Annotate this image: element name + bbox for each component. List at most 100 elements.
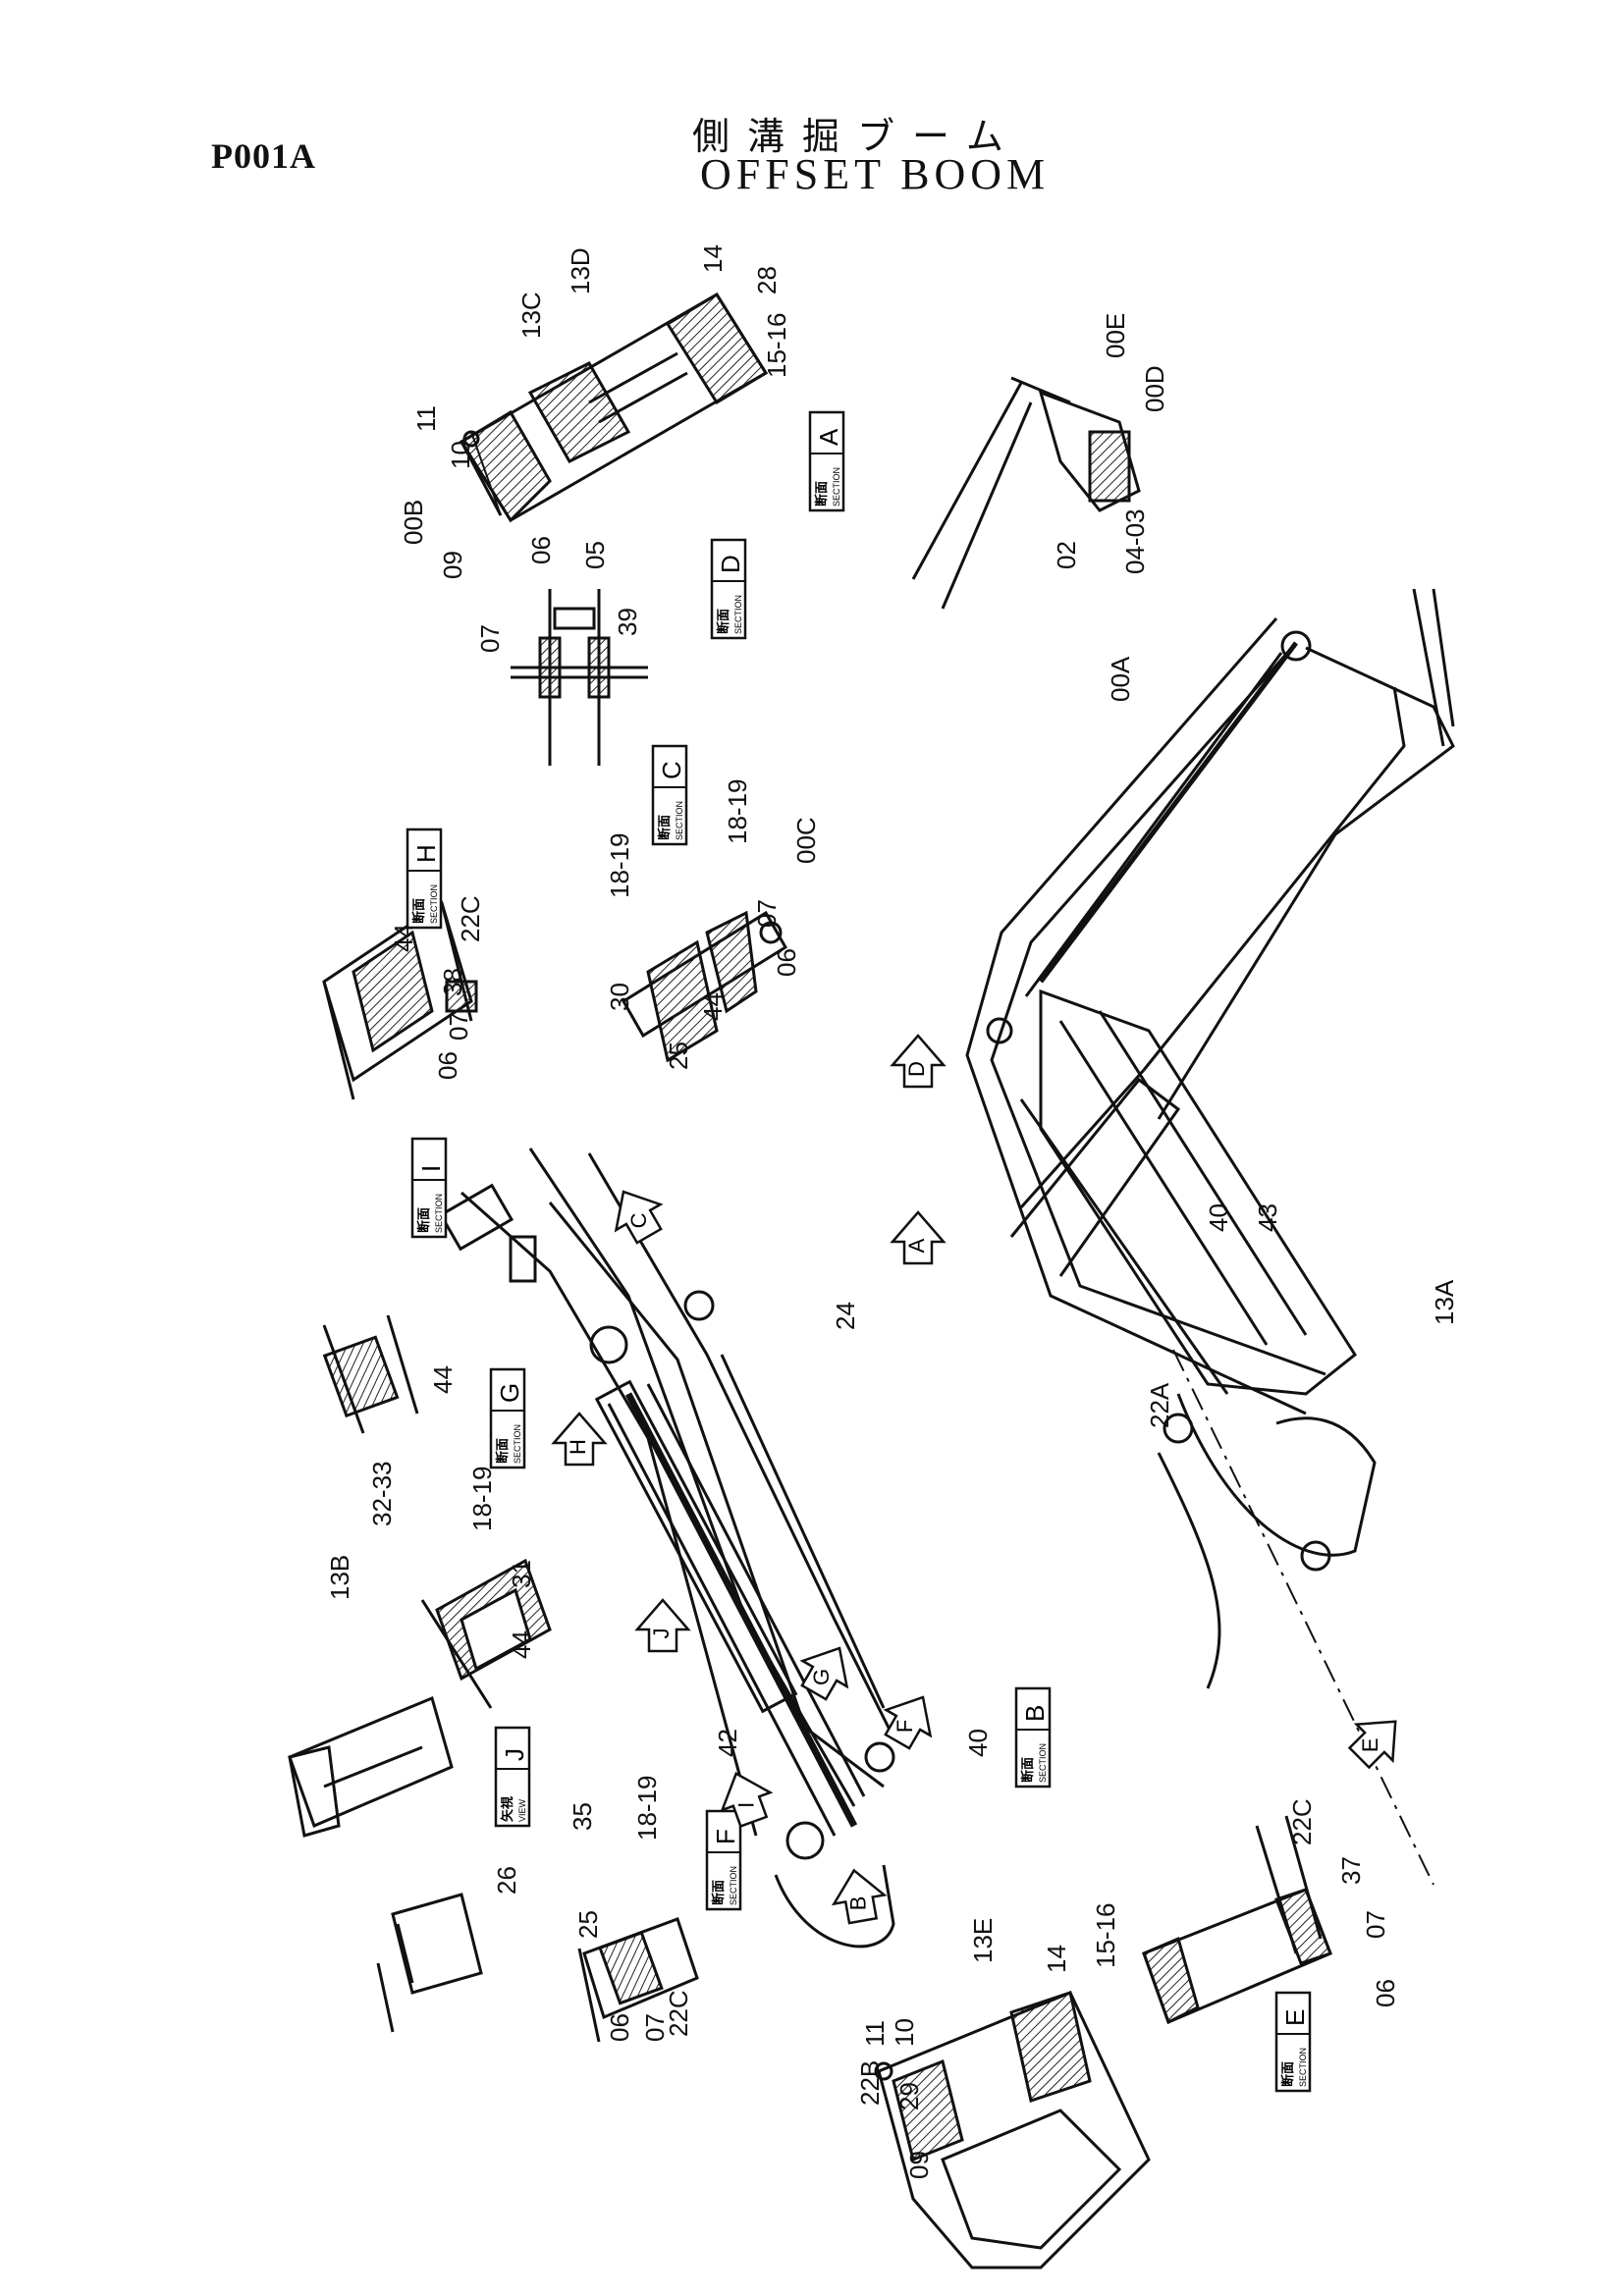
callout-label: 25 (664, 1041, 693, 1070)
title-japanese: 側溝掘ブーム (692, 117, 1021, 158)
view-arrow: I (720, 1772, 774, 1829)
callout-label: 00D (1140, 365, 1169, 412)
badge-letter: J (500, 1748, 529, 1761)
callout-label: 35 (568, 1802, 597, 1831)
view-arrow-letter: B (846, 1896, 871, 1911)
badge-kanji: 断面 (716, 609, 730, 634)
callout-label: 30 (605, 983, 634, 1011)
badge-letter: G (495, 1383, 524, 1403)
section-e-detail (1142, 1815, 1332, 2025)
callout-label: 10 (446, 441, 475, 469)
callout-label: 00A (1106, 656, 1135, 702)
badge-kanji: 矢視 (500, 1796, 514, 1822)
callout-label: 07 (444, 1012, 473, 1041)
callout-label: 22C (664, 1990, 693, 2037)
callout-label: 11 (411, 405, 441, 432)
callout-label: 18-19 (632, 1776, 662, 1842)
section-i-detail (322, 1314, 419, 1434)
view-arrow-letter: G (809, 1669, 834, 1685)
badge-word: SECTION (733, 595, 743, 634)
callout-label: 22B (855, 2060, 885, 2106)
view-arrow: H (551, 1412, 608, 1467)
callout-label: 14 (1042, 1945, 1071, 1973)
badge-word: VIEW (517, 1798, 527, 1822)
view-arrow: E (1347, 1720, 1397, 1770)
callout-label: 39 (613, 608, 642, 636)
callout-label: 24 (831, 1302, 860, 1330)
callout-label: 00B (399, 500, 428, 545)
section-b-detail (874, 1991, 1151, 2269)
callout-label: 44 (389, 924, 418, 952)
callout-label: 40 (1204, 1203, 1233, 1232)
callout-label: 06 (526, 536, 556, 564)
section-a-detail (459, 292, 769, 523)
title-english: OFFSET BOOM (700, 150, 1051, 198)
badge-kanji: 断面 (711, 1880, 726, 1905)
section-h-detail (322, 900, 478, 1100)
badge-word: SECTION (832, 467, 841, 507)
callout-label: 18-19 (723, 779, 752, 845)
top-right-detail (911, 376, 1141, 610)
callout-label: 40 (963, 1729, 993, 1757)
callout-label: 07 (640, 2013, 670, 2042)
callout-label: 43 (1253, 1203, 1282, 1232)
page-code: P001A (211, 136, 316, 176)
section-c-detail (621, 910, 788, 1063)
callout-label: 38 (438, 968, 467, 996)
callout-label: 06 (1371, 1979, 1400, 2007)
badge-word: SECTION (675, 801, 684, 840)
callout-label: 44 (507, 1630, 536, 1659)
callout-label: 18-19 (605, 833, 634, 899)
view-arrow-letter: H (566, 1439, 590, 1455)
callout-label: 31 (507, 1560, 536, 1588)
callout-label: 22C (456, 895, 485, 942)
badge-letter: A (814, 428, 843, 446)
callout-label: 15-16 (1091, 1903, 1120, 1969)
view-arrow: D (890, 1034, 947, 1089)
badge-letter: E (1280, 2009, 1310, 2026)
badge-kanji: 断面 (1280, 2061, 1295, 2087)
callout-label: 06 (772, 948, 801, 977)
view-arrow: G (799, 1646, 849, 1701)
callout-label: 06 (433, 1051, 462, 1080)
callout-label: 00C (791, 817, 821, 864)
callout-label: 11 (860, 2020, 890, 2047)
view-arrow-letter: D (904, 1061, 929, 1077)
callout-label: 04-03 (1120, 509, 1150, 575)
callout-label: 44 (698, 992, 728, 1021)
badge-word: SECTION (1298, 2048, 1308, 2087)
callout-label: 14 (698, 244, 728, 273)
callout-label: 26 (492, 1866, 521, 1895)
view-arrow-letter: F (893, 1720, 917, 1733)
badge-kanji: 断面 (411, 898, 426, 924)
callout-label: 13A (1430, 1279, 1459, 1325)
view-arrow-letter: A (904, 1238, 929, 1253)
callout-label: 06 (605, 2013, 634, 2042)
callout-label: 02 (1052, 541, 1081, 569)
badge-letter: H (411, 844, 441, 863)
view-arrow: B (831, 1868, 888, 1925)
badge-letter: D (716, 555, 745, 573)
callout-label: 00E (1101, 313, 1130, 358)
callout-label: 25 (573, 1910, 603, 1939)
callout-label: 42 (713, 1729, 742, 1757)
callout-label: 32-33 (367, 1462, 397, 1527)
badge-kanji: 断面 (1020, 1757, 1035, 1783)
badge-kanji: 断面 (416, 1207, 431, 1233)
callout-label: 28 (752, 266, 782, 294)
callout-label: 07 (752, 899, 782, 928)
view-arrow: F (883, 1695, 933, 1750)
